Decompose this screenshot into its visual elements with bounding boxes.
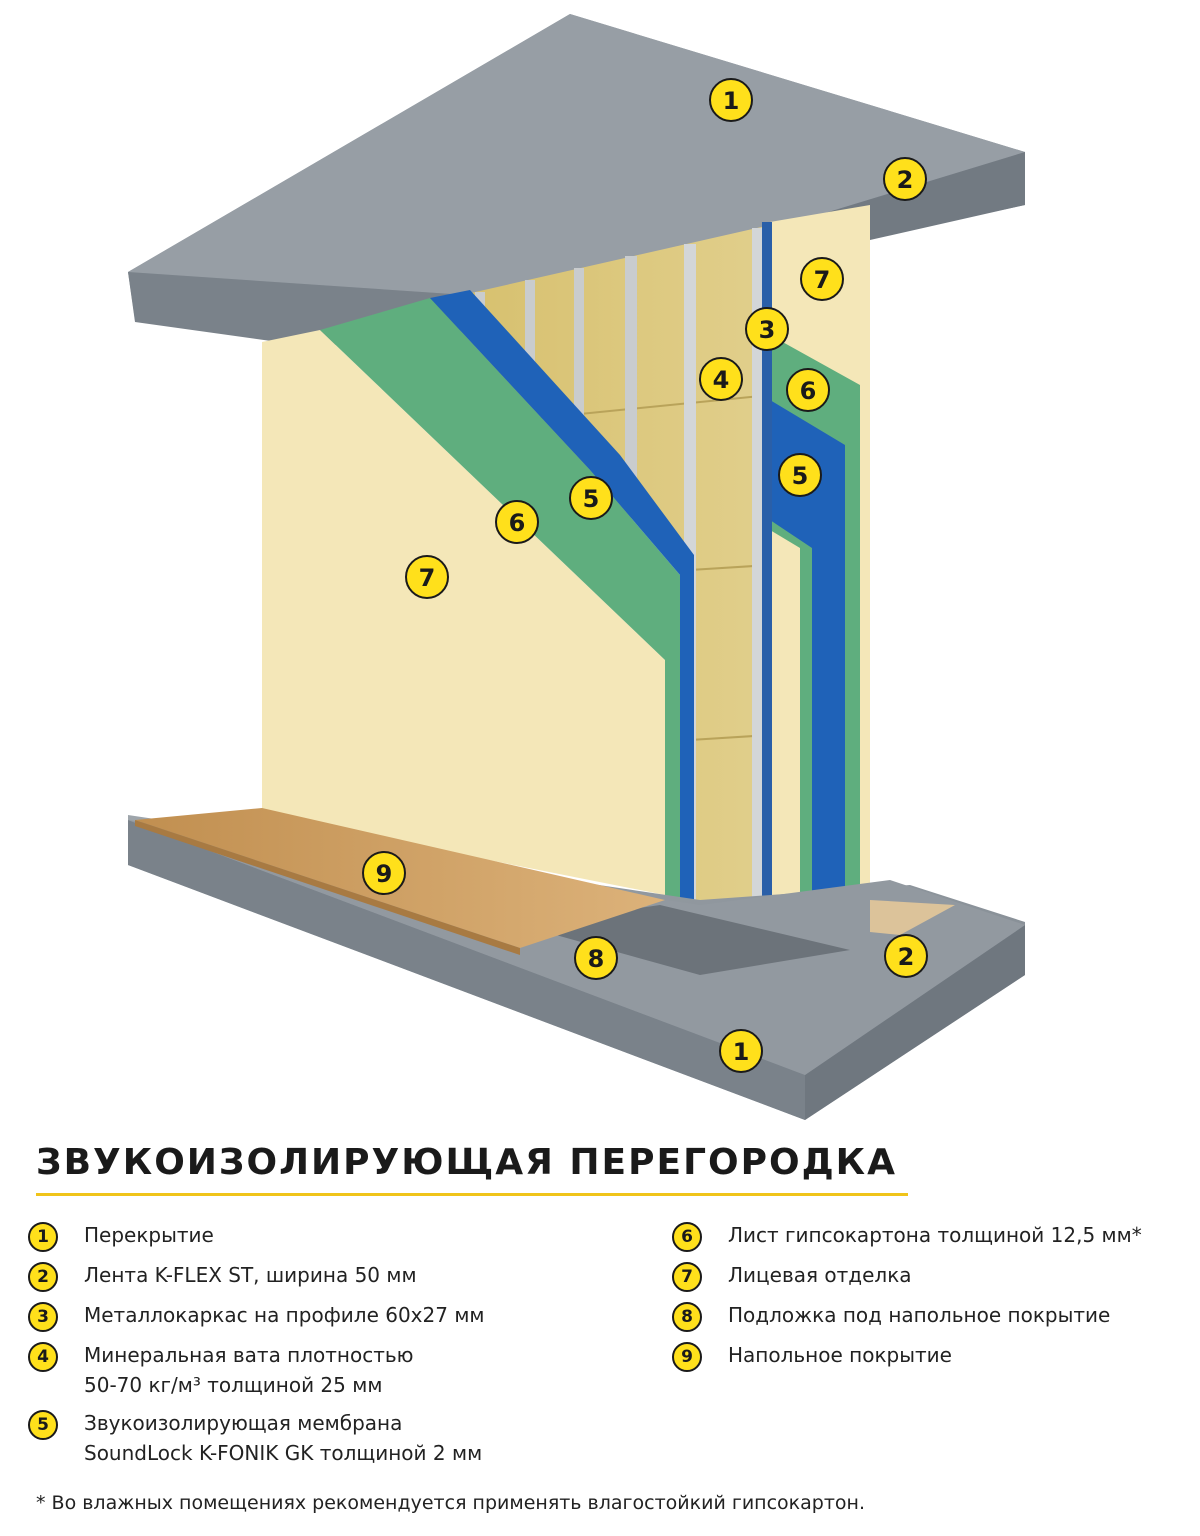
svg-text:3: 3	[759, 316, 776, 344]
badge-9: 9	[362, 851, 406, 895]
legend-badge: 9	[672, 1342, 702, 1372]
legend-text: Минеральная вата плотностью 50-70 кг/м³ …	[84, 1343, 414, 1397]
badge-5-right: 5	[778, 453, 822, 497]
legend-left-column: 1 Перекрытие 2 Лента K-FLEX ST, ширина 5…	[28, 1220, 648, 1476]
svg-text:4: 4	[713, 366, 730, 394]
badge-8: 8	[574, 936, 618, 980]
legend-text: Лицевая отделка	[728, 1263, 912, 1287]
legend-badge: 2	[28, 1262, 58, 1292]
badge-7-right: 7	[800, 257, 844, 301]
legend-badge: 5	[28, 1410, 58, 1440]
badge-3: 3	[745, 307, 789, 351]
legend-item: 9 Напольное покрытие	[672, 1340, 1192, 1372]
legend-badge: 7	[672, 1262, 702, 1292]
legend-text: Лента K-FLEX ST, ширина 50 мм	[84, 1263, 417, 1287]
legend-badge: 8	[672, 1302, 702, 1332]
legend-text: Лист гипсокартона толщиной 12,5 мм*	[728, 1223, 1142, 1247]
legend-item: 4 Минеральная вата плотностью 50-70 кг/м…	[28, 1340, 648, 1400]
badge-4: 4	[699, 357, 743, 401]
svg-text:2: 2	[898, 943, 915, 971]
legend-item: 8 Подложка под напольное покрытие	[672, 1300, 1192, 1332]
svg-text:6: 6	[800, 377, 817, 405]
badge-6-right: 6	[786, 368, 830, 412]
legend-text: Металлокаркас на профиле 60х27 мм	[84, 1303, 485, 1327]
title-underline	[36, 1193, 908, 1196]
badge-5-left: 5	[569, 476, 613, 520]
svg-text:6: 6	[509, 509, 526, 537]
legend-item: 2 Лента K-FLEX ST, ширина 50 мм	[28, 1260, 648, 1292]
svg-text:2: 2	[897, 166, 914, 194]
svg-text:1: 1	[723, 87, 740, 115]
legend-item: 3 Металлокаркас на профиле 60х27 мм	[28, 1300, 648, 1332]
legend-text: Подложка под напольное покрытие	[728, 1303, 1111, 1327]
badge-6-left: 6	[495, 500, 539, 544]
legend-text: Напольное покрытие	[728, 1343, 952, 1367]
legend-text: Перекрытие	[84, 1223, 214, 1247]
footnote: * Во влажных помещениях рекомендуется пр…	[36, 1492, 865, 1514]
badge-7-left: 7	[405, 555, 449, 599]
legend-item: 1 Перекрытие	[28, 1220, 648, 1252]
svg-text:8: 8	[588, 945, 605, 973]
badge-1-top: 1	[709, 78, 753, 122]
badge-2-bottom: 2	[884, 934, 928, 978]
legend-item: 7 Лицевая отделка	[672, 1260, 1192, 1292]
legend-item: 6 Лист гипсокартона толщиной 12,5 мм*	[672, 1220, 1192, 1252]
page-title: ЗВУКОИЗОЛИРУЮЩАЯ ПЕРЕГОРОДКА	[36, 1142, 897, 1183]
badge-1-bottom: 1	[719, 1029, 763, 1073]
legend-badge: 3	[28, 1302, 58, 1332]
legend-badge: 6	[672, 1222, 702, 1252]
left-layers	[262, 290, 694, 905]
svg-text:1: 1	[733, 1038, 750, 1066]
badge-2-top: 2	[883, 157, 927, 201]
legend-item: 5 Звукоизолирующая мембрана SoundLock K-…	[28, 1408, 648, 1468]
svg-text:7: 7	[814, 266, 831, 294]
underlay	[520, 905, 850, 975]
svg-text:9: 9	[376, 860, 393, 888]
svg-text:7: 7	[419, 564, 436, 592]
legend-badge: 4	[28, 1342, 58, 1372]
svg-text:5: 5	[792, 462, 809, 490]
partition-illustration: 1 2 3 4 5 5 6 6 7 7 8 9	[128, 14, 1025, 1120]
svg-text:5: 5	[583, 485, 600, 513]
legend-badge: 1	[28, 1222, 58, 1252]
legend-text: Звукоизолирующая мембрана SoundLock K-FO…	[84, 1411, 483, 1465]
legend-right-column: 6 Лист гипсокартона толщиной 12,5 мм* 7 …	[672, 1220, 1192, 1380]
